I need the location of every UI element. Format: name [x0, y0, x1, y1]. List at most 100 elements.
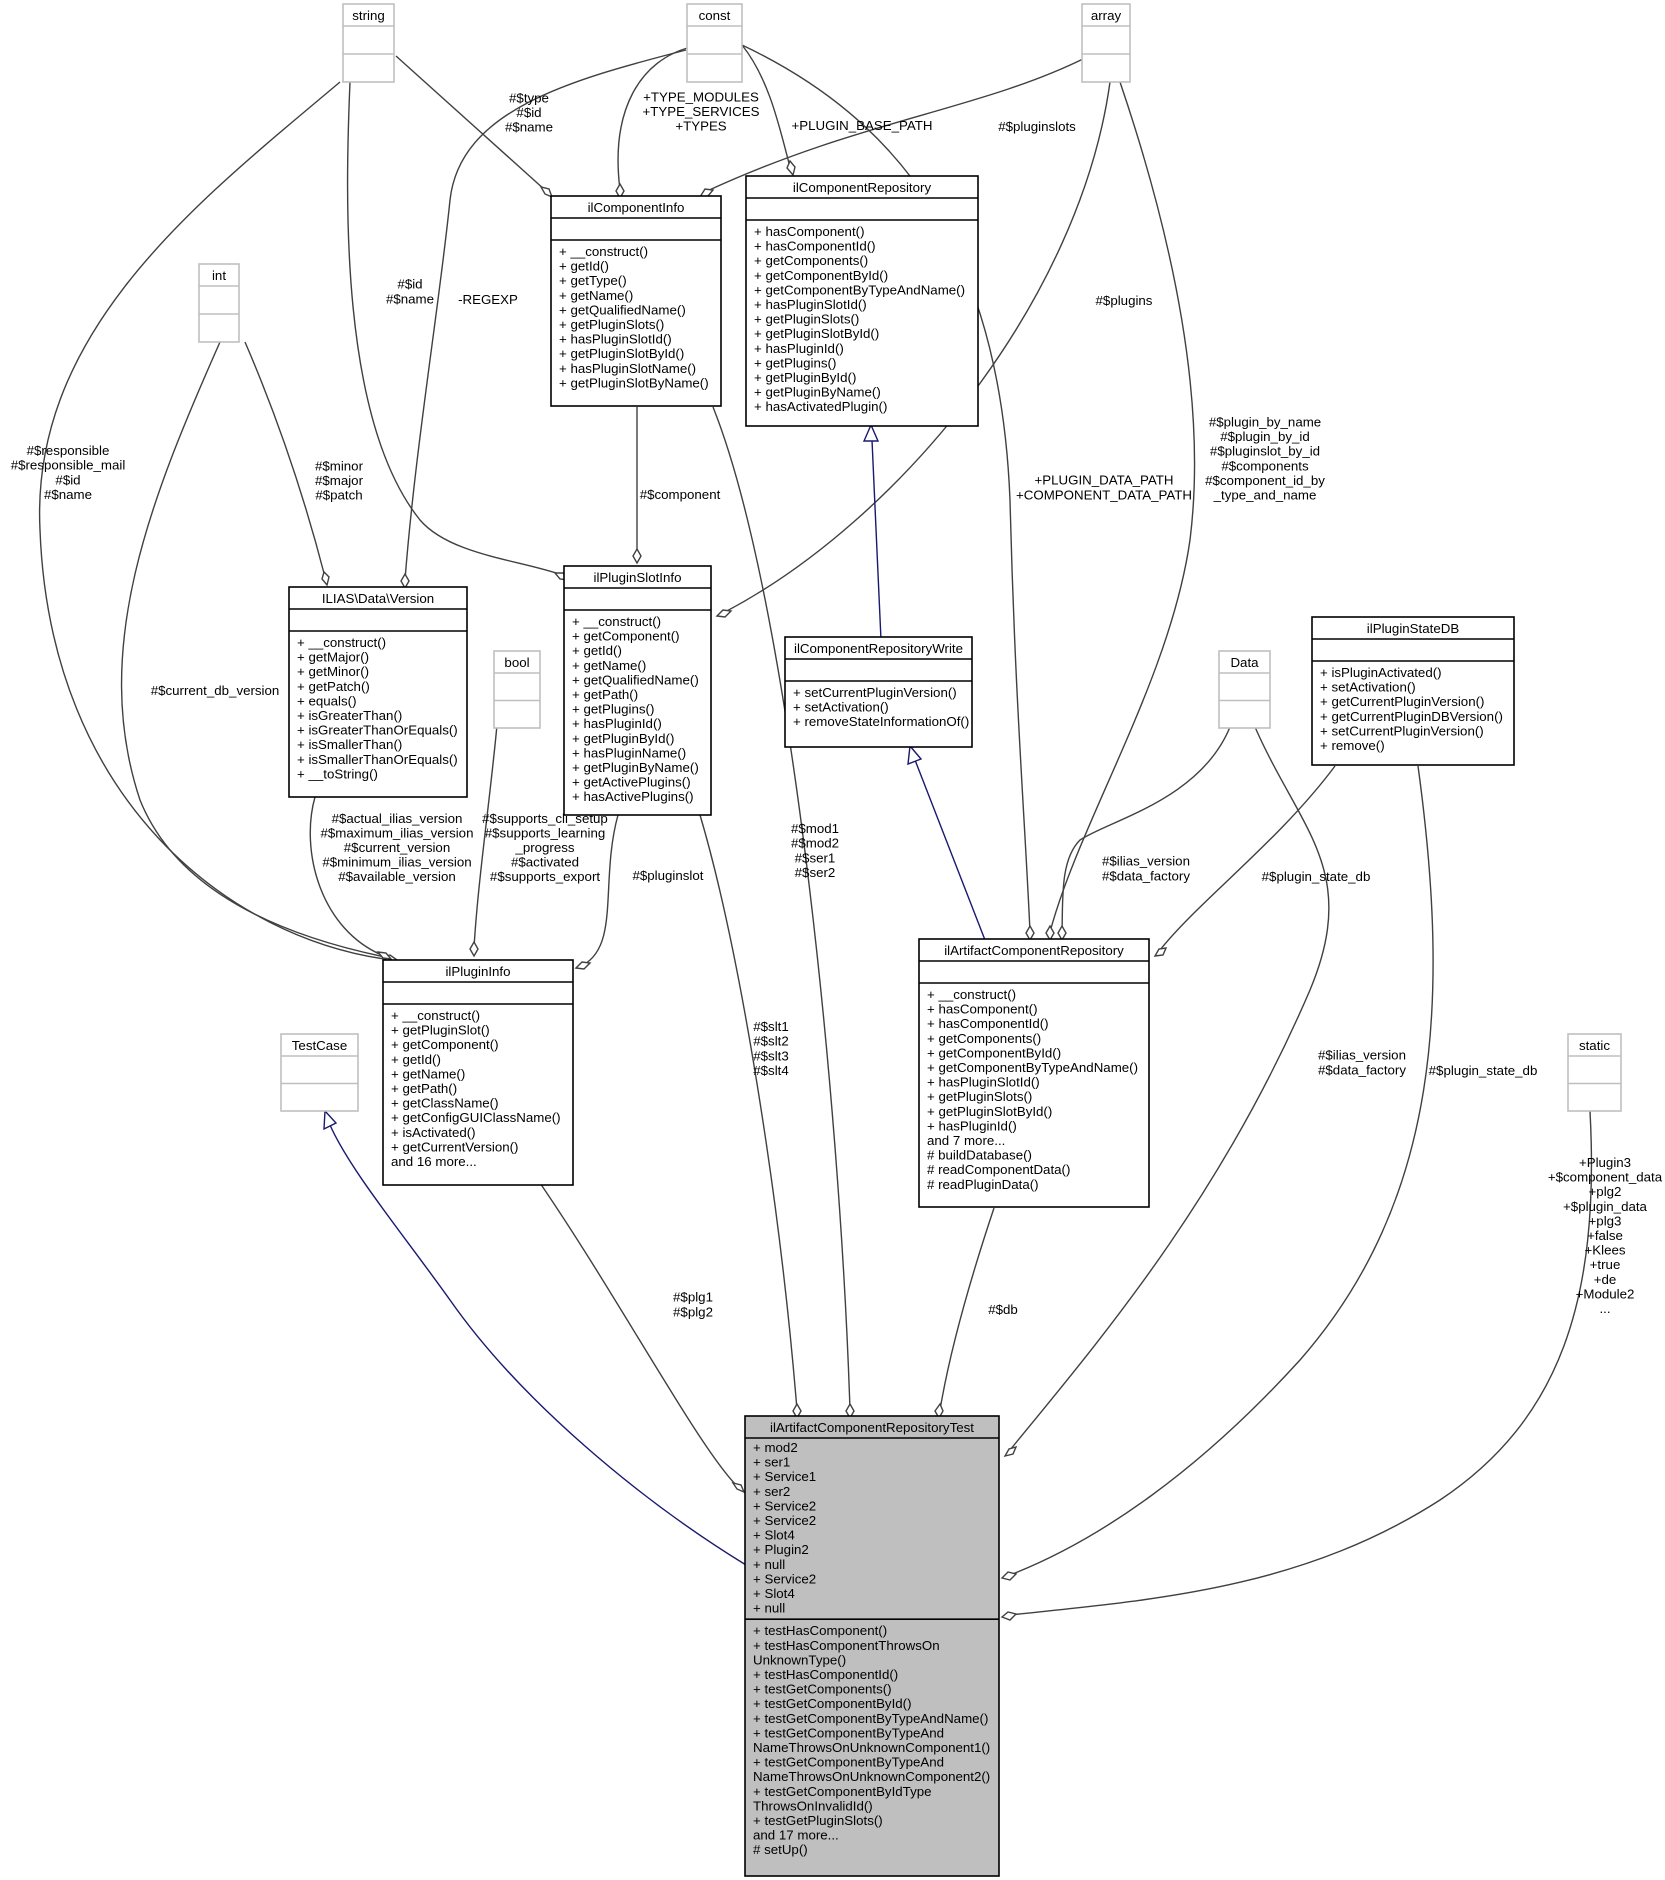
edge-label-line: #$id: [55, 472, 80, 487]
class-name: static: [1579, 1038, 1610, 1053]
edge-string-plugininfo: [38, 81, 393, 961]
edge-label-line: #$pluginslot: [633, 868, 704, 883]
edge-label-line: #$ser1: [795, 850, 836, 865]
edge-label-line: +plg2: [1589, 1184, 1622, 1199]
class-name: bool: [504, 655, 529, 670]
class-method: + isActivated(): [391, 1125, 476, 1140]
edge-label-line: #$data_factory: [1102, 868, 1190, 883]
class-method: # buildDatabase(): [927, 1148, 1032, 1163]
class-int: int: [198, 263, 240, 343]
aggregation-diamond: [1000, 1571, 1018, 1581]
edge-componentinfo-test: [712, 406, 851, 1411]
class-method: + getPath(): [572, 687, 638, 702]
aggregation-diamond: [786, 159, 796, 177]
class-method: + hasPluginSlotId(): [559, 332, 672, 347]
class-box-frame: [1218, 650, 1271, 729]
class-method: + testHasComponentId(): [753, 1667, 898, 1682]
class-version: ILIAS\Data\Version+ __construct()+ getMa…: [288, 586, 468, 798]
edge-label-line: #$current_db_version: [151, 683, 280, 698]
aggregation-diamond: [1057, 924, 1067, 942]
edge-label-line: +false: [1587, 1228, 1623, 1243]
class-method: + getPluginSlotById(): [754, 326, 879, 341]
label-string-componentinfo: #$type#$id#$name: [505, 90, 553, 134]
class-box-frame: [745, 175, 979, 427]
class-method: + isGreaterThan(): [297, 708, 402, 723]
label-artifact-test: #$db: [988, 1302, 1018, 1317]
class-component-repository-write: ilComponentRepositoryWrite+ setCurrentPl…: [784, 636, 973, 748]
class-method: + getPluginSlots(): [754, 312, 859, 327]
class-attribute: + Slot4: [753, 1528, 795, 1543]
label-slot-test: #$slt1#$slt2#$slt3#$slt4: [753, 1019, 788, 1078]
edge-label-line: +PLUGIN_BASE_PATH: [791, 118, 932, 133]
class-method: # readPluginData(): [927, 1177, 1039, 1192]
class-method: + getPluginSlotByName(): [559, 375, 709, 390]
label-array-artifact: #$plugin_by_name#$plugin_by_id#$pluginsl…: [1205, 415, 1325, 503]
class-box-frame: [686, 3, 743, 83]
class-method: NameThrowsOnUnknownComponent2(): [753, 1769, 990, 1784]
class-method: + __construct(): [572, 614, 661, 629]
class-method: + getMinor(): [297, 664, 369, 679]
aggregation-diamond: [1153, 947, 1168, 957]
class-method: + getComponentById(): [754, 268, 888, 283]
edge-const-version: [404, 49, 687, 581]
class-method: + getName(): [572, 658, 646, 673]
edge-label-line: #$actual_ilias_version: [332, 811, 463, 826]
aggregation-diamond: [731, 1481, 746, 1494]
class-bool: bool: [493, 650, 541, 729]
edge-array-artifact: [1049, 81, 1196, 933]
class-method: and 16 more...: [391, 1154, 477, 1169]
edge-label-line: +$plugin_data: [1563, 1199, 1648, 1214]
class-method: + getPluginSlotById(): [559, 346, 684, 361]
edge-label-line: #$responsible_mail: [11, 458, 126, 473]
label-static-test: +Plugin3+$component_data+plg2+$plugin_da…: [1548, 1155, 1663, 1316]
edge-label-line: +true: [1590, 1257, 1621, 1272]
edge-label-line: #$type: [509, 90, 549, 105]
edge-label-line: #$pluginslot_by_id: [1210, 444, 1320, 459]
class-box-frame: [280, 1033, 359, 1112]
edge-label-line: #$db: [988, 1302, 1018, 1317]
edge-label-line: #$minimum_ilias_version: [322, 855, 471, 870]
class-method: + hasPluginSlotId(): [927, 1075, 1040, 1090]
edge-label-line: #$maximum_ilias_version: [321, 825, 474, 840]
class-method: + getComponentByTypeAndName(): [754, 282, 965, 297]
class-name: string: [352, 8, 385, 23]
edge-int-version: [244, 341, 326, 578]
class-attribute: + Service2: [753, 1513, 816, 1528]
aggregation-diamond: [321, 570, 330, 587]
class-box-frame: [493, 650, 541, 729]
class-attribute: + mod2: [753, 1440, 798, 1455]
class-method: + getQualifiedName(): [572, 672, 699, 687]
class-method: + hasActivePlugins(): [572, 789, 694, 804]
aggregation-diamond: [1025, 924, 1035, 942]
edge-label-line: +plg3: [1589, 1213, 1622, 1228]
class-method: + __construct(): [927, 987, 1016, 1002]
label-int-plugininfo: #$current_db_version: [151, 683, 280, 698]
class-data: Data: [1218, 650, 1271, 729]
edge-label-line: +$component_data: [1548, 1170, 1663, 1185]
edge-label-line: #$slt1: [753, 1019, 788, 1034]
class-box-frame: [1081, 3, 1131, 83]
edge-label-line: #$responsible: [27, 443, 110, 458]
edge-plugininfo-test: [539, 1182, 739, 1488]
edge-bool-plugininfo: [473, 724, 498, 949]
class-method: + getPlugins(): [572, 702, 654, 717]
class-attribute: + ser2: [753, 1484, 790, 1499]
label-const-artifact: +PLUGIN_DATA_PATH+COMPONENT_DATA_PATH: [1016, 473, 1192, 503]
class-method: + getComponents(): [754, 253, 868, 268]
class-attribute: + Service1: [753, 1469, 816, 1484]
class-method: + testGetComponentByTypeAndName(): [753, 1711, 988, 1726]
class-method: + getQualifiedName(): [559, 302, 686, 317]
class-test[interactable]: ilArtifactComponentRepositoryTest+ mod2+…: [744, 1415, 1000, 1877]
label-statedb-test: #$plugin_state_db: [1429, 1063, 1538, 1078]
edge-static-test: [1009, 1110, 1593, 1616]
label-data-test: #$ilias_version#$data_factory: [1318, 1048, 1406, 1078]
class-method: + getPluginById(): [572, 731, 674, 746]
class-method: + testGetComponentByIdType: [753, 1784, 932, 1799]
class-attribute: + Service2: [753, 1498, 816, 1513]
label-array-slot: #$plugins: [1096, 293, 1153, 308]
class-method: + isGreaterThanOrEquals(): [297, 723, 458, 738]
class-method: + getName(): [391, 1066, 465, 1081]
aggregation-diamond: [1003, 1445, 1018, 1458]
edge-label-line: +de: [1594, 1272, 1617, 1287]
class-name: ilArtifactComponentRepository: [944, 943, 1124, 958]
